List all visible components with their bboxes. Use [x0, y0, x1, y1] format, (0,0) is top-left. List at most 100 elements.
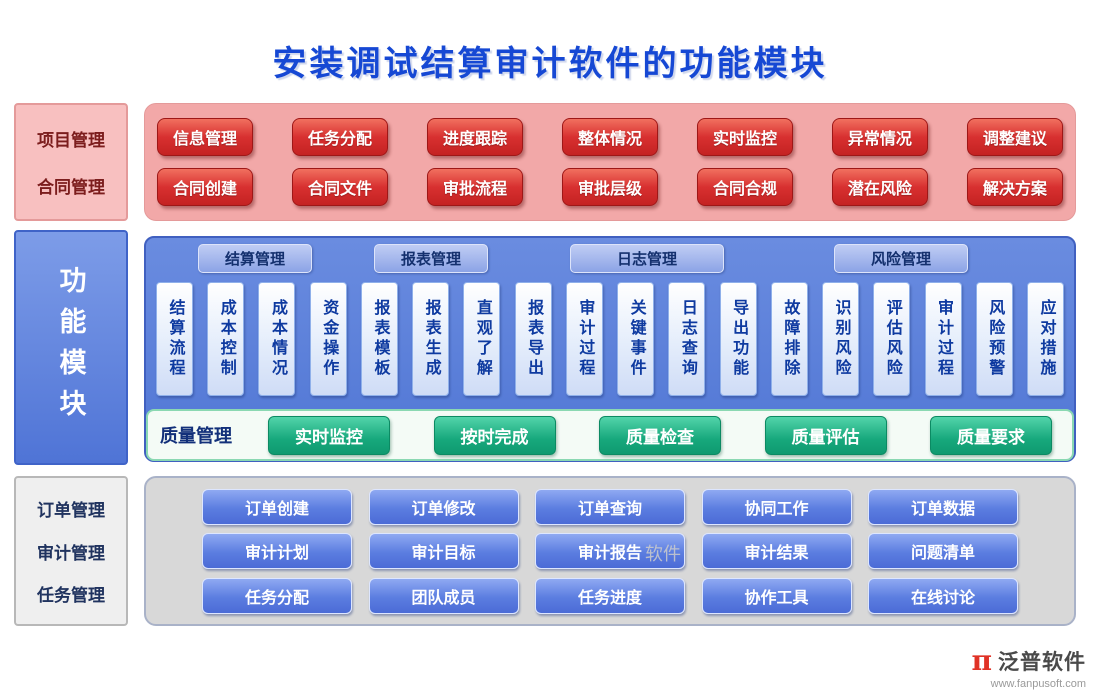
project-button-2[interactable]: 进度跟踪	[426, 118, 523, 156]
feature-box-label: 资金操作	[320, 299, 338, 379]
audit-button-3[interactable]: 审计结果	[701, 533, 852, 569]
order-button-1[interactable]: 订单修改	[368, 488, 519, 525]
audit-button-4[interactable]: 问题清单	[868, 533, 1018, 569]
feature-box-label: 成本情况	[268, 299, 286, 379]
feature-box-4[interactable]: 报表模板	[360, 282, 398, 396]
feature-box-label: 识别风险	[832, 299, 850, 379]
function-modules-label: 功能模块	[55, 265, 86, 430]
task-button-4[interactable]: 在线讨论	[868, 577, 1018, 614]
feature-box-13[interactable]: 识别风险	[822, 282, 860, 396]
task-button-2[interactable]: 任务进度	[535, 577, 685, 614]
brand-footer: π 泛普软件 www.fanpusoft.com	[972, 646, 1087, 691]
task-button-1[interactable]: 团队成员	[368, 577, 519, 614]
feature-box-label: 故障排除	[781, 299, 799, 379]
project-contract-panel: 信息管理 任务分配 进度跟踪 整体情况 实时监控 异常情况 调整建议 合同创建 …	[144, 103, 1076, 221]
feature-box-8[interactable]: 审计过程	[565, 282, 603, 396]
project-button-5[interactable]: 异常情况	[831, 118, 928, 156]
quality-button-4[interactable]: 质量要求	[930, 415, 1052, 455]
sidebar-item-project-management: 项目管理	[37, 131, 105, 151]
order-row: 订单创建 订单修改 订单查询 协同工作 订单数据	[202, 488, 1018, 525]
contract-row: 合同创建 合同文件 审批流程 审批层级 合同合规 潜在风险 解决方案	[157, 168, 1063, 206]
feature-box-7[interactable]: 报表导出	[514, 282, 552, 396]
sidebar-function-modules: 功能模块	[14, 230, 128, 465]
page-title: 安装调试结算审计软件的功能模块	[272, 45, 828, 83]
task-row: 任务分配 团队成员 任务进度 协作工具 在线讨论	[202, 577, 1018, 614]
order-button-4[interactable]: 订单数据	[868, 488, 1018, 525]
feature-box-5[interactable]: 报表生成	[412, 282, 450, 396]
tab-report-management[interactable]: 报表管理	[374, 244, 488, 273]
quality-button-0[interactable]: 实时监控	[268, 415, 390, 455]
brand-url: www.fanpusoft.com	[990, 678, 1086, 690]
brand-name: 泛普软件	[998, 651, 1086, 674]
order-button-2[interactable]: 订单查询	[535, 488, 685, 525]
feature-box-label: 报表生成	[422, 299, 440, 379]
quality-management-bar: 质量管理 实时监控 按时完成 质量检查 质量评估 质量要求	[146, 409, 1074, 461]
feature-box-label: 审计过程	[576, 299, 594, 379]
feature-box-label: 报表模板	[371, 299, 389, 379]
sidebar-item-order-management: 订单管理	[37, 500, 105, 520]
feature-box-label: 直观了解	[473, 299, 491, 379]
feature-box-label: 应对措施	[1037, 299, 1055, 379]
task-button-3[interactable]: 协作工具	[701, 577, 852, 614]
contract-button-5[interactable]: 潜在风险	[831, 168, 928, 206]
audit-button-0[interactable]: 审计计划	[202, 533, 352, 569]
order-button-0[interactable]: 订单创建	[202, 488, 352, 525]
feature-box-10[interactable]: 日志查询	[668, 282, 706, 396]
audit-button-1[interactable]: 审计目标	[368, 533, 519, 569]
quality-management-label: 质量管理	[160, 426, 232, 446]
feature-box-15[interactable]: 审计过程	[924, 282, 962, 396]
audit-row: 审计计划 审计目标 审计报告 审计结果 问题清单	[202, 533, 1018, 569]
quality-button-1[interactable]: 按时完成	[433, 415, 556, 455]
feature-box-label: 日志查询	[678, 299, 696, 379]
feature-box-3[interactable]: 资金操作	[309, 282, 347, 396]
tab-risk-management[interactable]: 风险管理	[834, 244, 968, 273]
sidebar-order-audit-task: 订单管理 审计管理 任务管理	[14, 476, 128, 626]
project-button-4[interactable]: 实时监控	[696, 118, 793, 156]
feature-box-label: 导出功能	[730, 299, 748, 379]
feature-box-14[interactable]: 评估风险	[873, 282, 911, 396]
project-row: 信息管理 任务分配 进度跟踪 整体情况 实时监控 异常情况 调整建议	[157, 118, 1063, 156]
feature-box-label: 关键事件	[627, 299, 645, 379]
contract-button-1[interactable]: 合同文件	[291, 168, 388, 206]
tab-settlement-management[interactable]: 结算管理	[198, 244, 312, 273]
audit-button-2[interactable]: 审计报告	[535, 533, 685, 569]
quality-button-2[interactable]: 质量检查	[599, 415, 721, 455]
feature-box-1[interactable]: 成本控制	[207, 282, 245, 396]
feature-box-9[interactable]: 关键事件	[617, 282, 655, 396]
feature-box-label: 风险预警	[986, 299, 1004, 379]
feature-box-row: 结算流程 成本控制 成本情况 资金操作 报表模板 报表生成 直观了解 报表导出 …	[156, 282, 1064, 396]
order-audit-task-panel: 订单创建 订单修改 订单查询 协同工作 订单数据 审计计划 审计目标 审计报告 …	[144, 476, 1076, 626]
sidebar-item-audit-management: 审计管理	[37, 543, 105, 563]
tab-log-management[interactable]: 日志管理	[570, 244, 724, 273]
feature-box-12[interactable]: 故障排除	[770, 282, 808, 396]
contract-button-0[interactable]: 合同创建	[157, 168, 254, 206]
feature-box-label: 结算流程	[166, 299, 184, 379]
contract-button-6[interactable]: 解决方案	[966, 168, 1063, 206]
feature-box-2[interactable]: 成本情况	[258, 282, 296, 396]
contract-button-2[interactable]: 审批流程	[426, 168, 523, 206]
quality-buttons-row: 实时监控 按时完成 质量检查 质量评估 质量要求	[260, 415, 1060, 455]
sidebar-project-contract: 项目管理 合同管理	[14, 103, 128, 221]
feature-box-label: 报表导出	[525, 299, 543, 379]
task-button-0[interactable]: 任务分配	[202, 577, 352, 614]
feature-box-label: 审计过程	[935, 299, 953, 379]
order-button-3[interactable]: 协同工作	[701, 488, 852, 525]
feature-box-0[interactable]: 结算流程	[156, 282, 193, 396]
feature-box-16[interactable]: 风险预警	[975, 282, 1013, 396]
sidebar-item-contract-management: 合同管理	[37, 177, 105, 197]
project-button-6[interactable]: 调整建议	[966, 118, 1063, 156]
contract-button-3[interactable]: 审批层级	[561, 168, 658, 206]
feature-box-label: 成本控制	[217, 299, 235, 379]
project-button-1[interactable]: 任务分配	[291, 118, 388, 156]
feature-box-label: 评估风险	[883, 299, 901, 379]
project-button-3[interactable]: 整体情况	[561, 118, 658, 156]
project-button-0[interactable]: 信息管理	[157, 118, 254, 156]
sidebar-item-task-management: 任务管理	[37, 586, 105, 606]
feature-box-17[interactable]: 应对措施	[1026, 282, 1064, 396]
contract-button-4[interactable]: 合同合规	[696, 168, 793, 206]
feature-box-11[interactable]: 导出功能	[719, 282, 757, 396]
function-modules-panel: 结算管理 报表管理 日志管理 风险管理 结算流程 成本控制 成本情况 资金操作 …	[144, 236, 1076, 462]
quality-button-3[interactable]: 质量评估	[764, 415, 887, 455]
feature-box-6[interactable]: 直观了解	[463, 282, 501, 396]
